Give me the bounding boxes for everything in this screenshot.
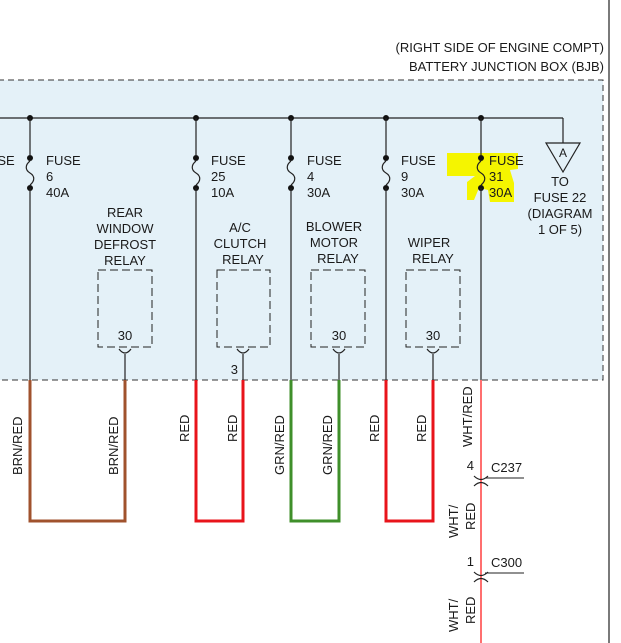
bjb-name-label: BATTERY JUNCTION BOX (BJB)	[409, 59, 604, 74]
wire-label-grn-red-left: GRN/RED	[272, 415, 287, 475]
wire-label-red-wiper-right: RED	[414, 415, 429, 442]
fuse-4-label: FUSE	[307, 153, 342, 168]
fuse-31-label: FUSE	[489, 153, 524, 168]
fuse-6-icon	[25, 160, 35, 186]
reference-line-3: (DIAGRAM	[528, 206, 593, 221]
red-wire-loop-ac	[194, 380, 245, 523]
wire-label-brn-red-right: BRN/RED	[106, 416, 121, 475]
fuse-31-circuit: FUSE 31 30A	[476, 115, 524, 380]
relay-defrost-name-2: WINDOW	[96, 221, 154, 236]
fuse-6-rating: 40A	[46, 185, 69, 200]
relay-pin-terminal-icon	[118, 348, 132, 354]
relay-defrost-name-1: REAR	[107, 205, 143, 220]
relay-wiper-box	[405, 269, 461, 348]
relay-ac-name-2: CLUTCH	[214, 236, 267, 251]
fuse-terminal-dot	[193, 155, 199, 161]
fuse-25-rating: 10A	[211, 185, 234, 200]
fuse-6-number: 6	[46, 169, 53, 184]
fuse-25-label: FUSE	[211, 153, 246, 168]
relay-wiper-name-2: RELAY	[412, 251, 454, 266]
relay-blower-name-2: MOTOR	[310, 235, 358, 250]
relay-blower-pin: 30	[332, 328, 346, 343]
fuse-terminal-dot	[288, 155, 294, 161]
fuse-31-icon	[476, 160, 486, 186]
reference-line-1: TO	[551, 174, 569, 189]
fuse-25-circuit: FUSE 25 10A A/C CLUTCH RELAY 3	[191, 115, 271, 380]
fuse-4-rating: 30A	[307, 185, 330, 200]
junction-box	[0, 79, 604, 381]
wire-label-wht-split-2: RED	[463, 503, 478, 530]
fuse-25-icon	[191, 160, 201, 186]
relay-defrost-pin: 30	[118, 328, 132, 343]
fuse-25-number: 25	[211, 169, 225, 184]
grn-red-wire-loop	[289, 380, 341, 523]
wire-label-brn-red-left: BRN/RED	[10, 416, 25, 475]
fuse-4-icon	[286, 160, 296, 186]
wire-label-grn-red-right: GRN/RED	[320, 415, 335, 475]
fuse-terminal-dot	[27, 155, 33, 161]
wire-label-red-ac-left: RED	[177, 415, 192, 442]
relay-defrost-box	[97, 269, 153, 348]
relay-ac-name-3: RELAY	[222, 252, 264, 267]
fuse-9-icon	[381, 160, 391, 186]
fuse-31-number: 31	[489, 169, 503, 184]
reference-line-4: 1 OF 5)	[538, 222, 582, 237]
fuse-31-rating: 30A	[489, 185, 512, 200]
fuse-9-label: FUSE	[401, 153, 436, 168]
relay-pin-terminal-icon	[426, 348, 440, 354]
fuse-4-circuit: FUSE 4 30A BLOWER MOTOR RELAY 30	[286, 115, 366, 380]
fuse-9-number: 9	[401, 169, 408, 184]
relay-pin-terminal-icon	[236, 348, 250, 354]
bjb-location-label: (RIGHT SIDE OF ENGINE COMPT)	[396, 40, 605, 55]
fuse-4-number: 4	[307, 169, 314, 184]
relay-ac-name-1: A/C	[229, 220, 251, 235]
relay-wiper-name-1: WIPER	[408, 235, 451, 250]
partial-fuse-label: FUSE	[0, 153, 15, 168]
fuse-9-rating: 30A	[401, 185, 424, 200]
relay-defrost-name-3: DEFROST	[94, 237, 156, 252]
connector-c237-name: C237	[491, 460, 522, 475]
relay-defrost-name-4: RELAY	[104, 253, 146, 268]
connector-c300-pin: 1	[467, 554, 474, 569]
wire-label-wht-split-3: WHT/	[446, 598, 461, 632]
wire-label-red-ac-right: RED	[225, 415, 240, 442]
fuse-terminal-dot	[478, 155, 484, 161]
wire-label-wht-split-4: RED	[463, 597, 478, 624]
reference-triangle-icon	[544, 142, 582, 174]
relay-blower-box	[310, 269, 366, 348]
connector-c237: 4 C237	[467, 458, 524, 487]
relay-wiper-pin: 30	[426, 328, 440, 343]
fuse-6-circuit: FUSE 6 40A REAR WINDOW DEFROST RELAY 30	[25, 115, 156, 380]
wire-label-wht-red-top: WHT/RED	[460, 386, 475, 447]
relay-ac-box	[216, 269, 271, 348]
relay-blower-name-1: BLOWER	[306, 219, 362, 234]
connector-c237-pin: 4	[467, 458, 474, 473]
wire-label-red-wiper-left: RED	[367, 415, 382, 442]
relay-blower-name-3: RELAY	[317, 251, 359, 266]
brn-red-wire-loop	[28, 380, 127, 523]
connector-c300: 1 C300	[467, 554, 524, 583]
red-wire-loop-wiper	[384, 380, 435, 523]
fuse-terminal-dot	[383, 155, 389, 161]
connector-c300-name: C300	[491, 555, 522, 570]
reference-line-2: FUSE 22	[534, 190, 587, 205]
relay-pin-terminal-icon	[332, 348, 346, 354]
wire-label-wht-split-1: WHT/	[446, 504, 461, 538]
connector-c237-icon	[473, 475, 489, 487]
fuse-9-circuit: FUSE 9 30A WIPER RELAY 30	[381, 115, 461, 380]
relay-ac-output-pin: 3	[231, 362, 238, 377]
fuse-31-highlight	[447, 153, 518, 202]
reference-symbol: A	[559, 146, 567, 160]
fuse-6-label: FUSE	[46, 153, 81, 168]
